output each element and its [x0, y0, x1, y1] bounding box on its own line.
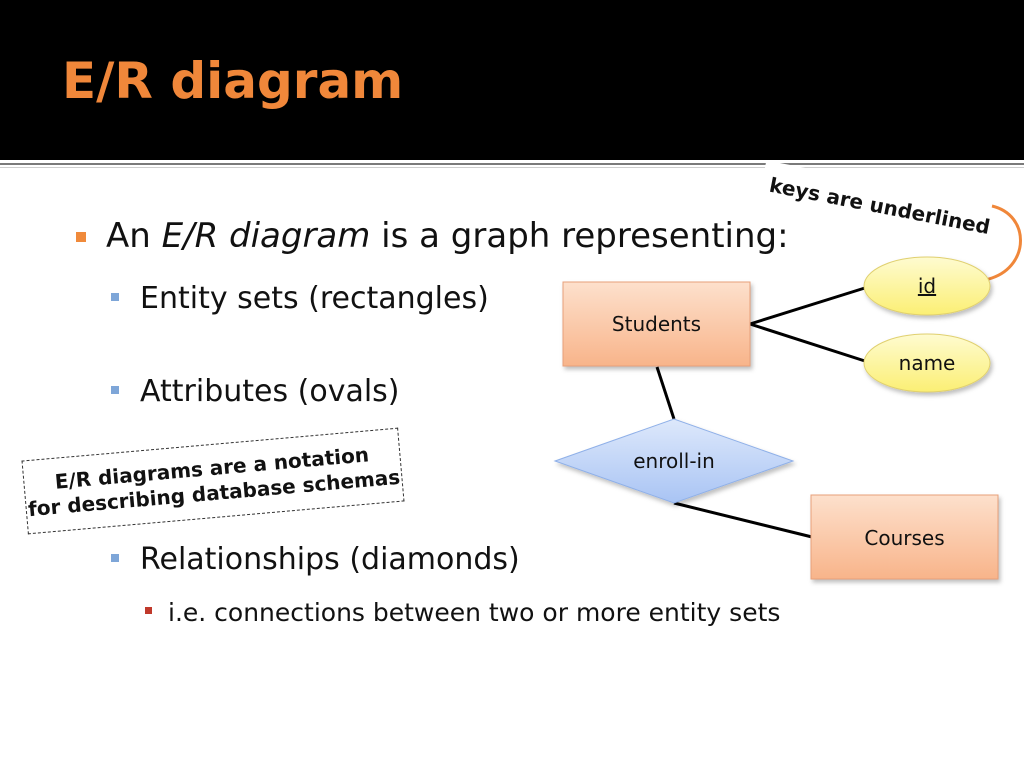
- entity-courses-label: Courses: [864, 526, 944, 550]
- bullet-main-term: E/R diagram: [161, 216, 371, 256]
- bullet-marker-level1: [76, 232, 86, 242]
- bullet-main: An E/R diagram is a graph representing:: [106, 216, 789, 256]
- bullet-relationships: Relationships (diamonds): [140, 542, 520, 577]
- attribute-id-label: id: [918, 274, 936, 298]
- bullet-entity-sets: Entity sets (rectangles): [140, 281, 489, 316]
- edge-enroll-courses: [673, 501, 813, 539]
- title-bar: E/R diagram: [0, 0, 1024, 160]
- bullet-marker-level2: [111, 293, 119, 301]
- bullet-marker-level3: [145, 607, 152, 614]
- bullet-main-prefix: An: [106, 216, 162, 256]
- slide-title: E/R diagram: [62, 52, 404, 110]
- relationship-enroll-in-label: enroll-in: [633, 449, 715, 473]
- entity-students-label: Students: [612, 312, 701, 336]
- bullet-main-suffix: is a graph representing:: [370, 216, 789, 256]
- edge-students-enroll: [655, 366, 676, 420]
- bullet-relationships-detail: i.e. connections between two or more ent…: [168, 598, 781, 627]
- entity-students: Students: [562, 281, 751, 367]
- relationship-enroll-in: enroll-in: [553, 418, 795, 504]
- edge-students-name: [749, 322, 869, 364]
- title-divider-thin: [0, 167, 1024, 168]
- attribute-name-label: name: [899, 351, 956, 375]
- attribute-name: name: [863, 333, 991, 393]
- title-divider: [0, 163, 1024, 165]
- bullet-marker-level2: [111, 386, 119, 394]
- entity-courses: Courses: [810, 494, 999, 580]
- edge-students-id: [749, 285, 869, 326]
- bullet-marker-level2: [111, 554, 119, 562]
- bullet-attributes: Attributes (ovals): [140, 374, 400, 409]
- attribute-id: id: [863, 256, 991, 316]
